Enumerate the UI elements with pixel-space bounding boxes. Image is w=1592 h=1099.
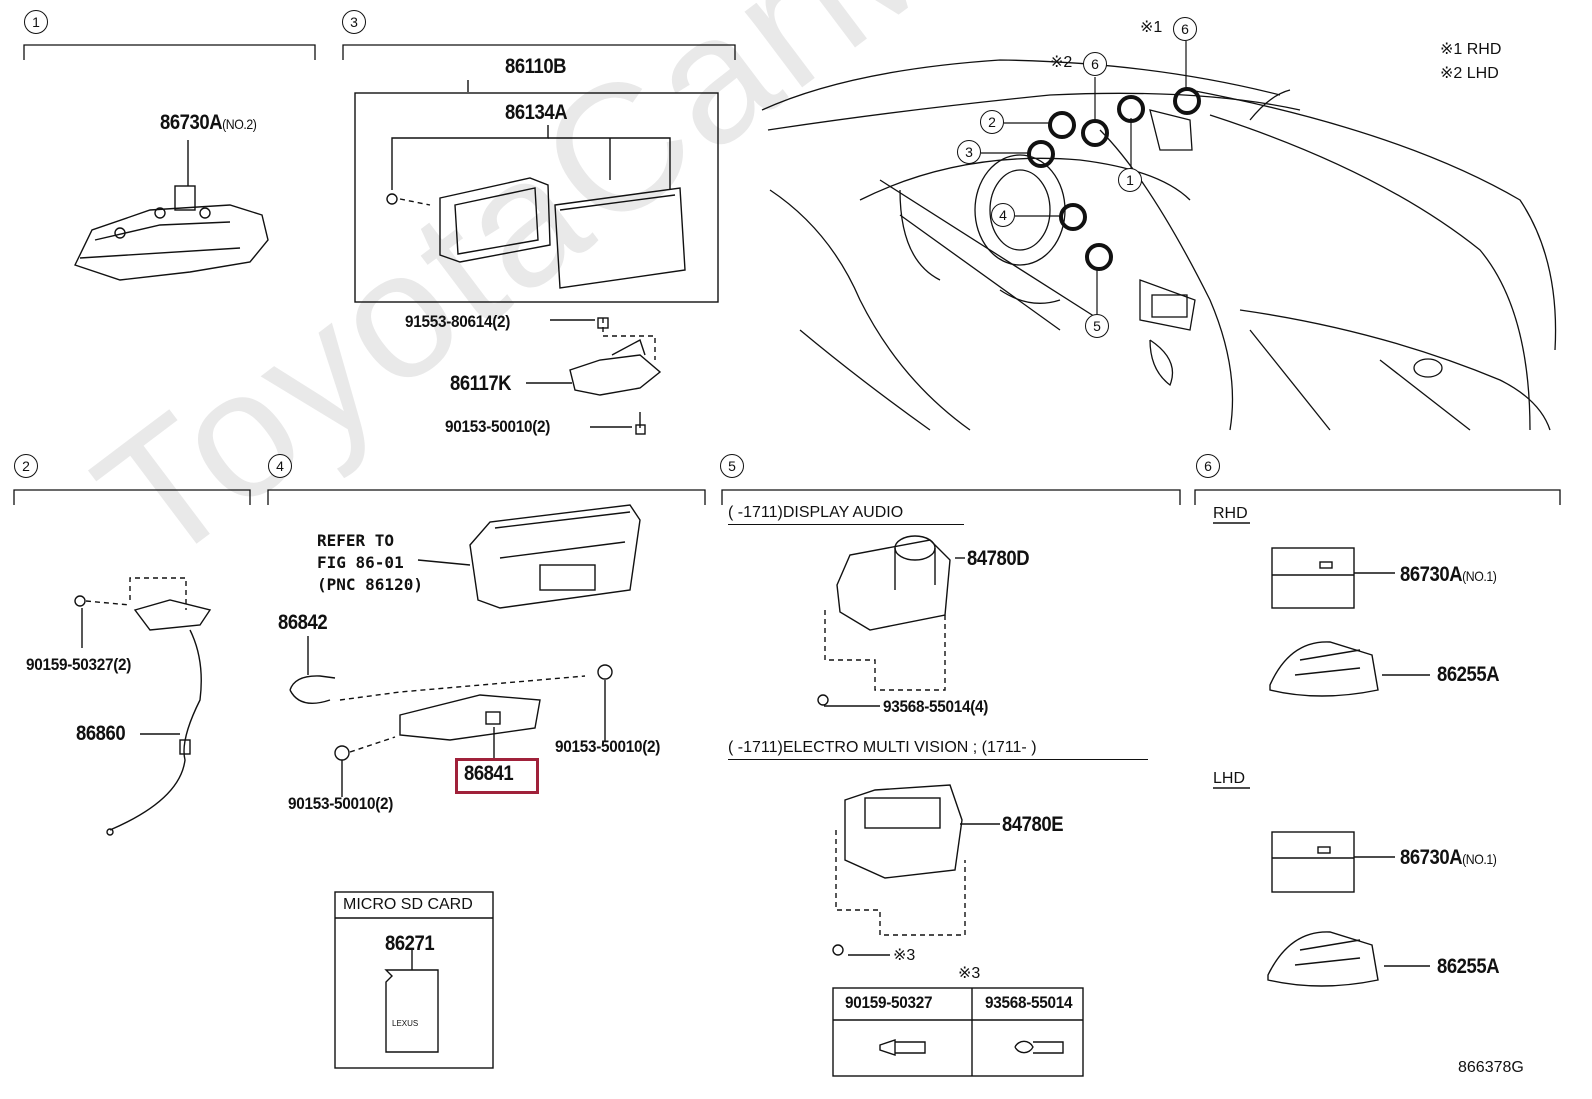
label-rhd: RHD [1213, 505, 1248, 522]
callout-5: 5 [720, 454, 744, 478]
condition-display-audio: ( -1711)DISPLAY AUDIO [728, 504, 904, 521]
micro-sd-card-box [334, 891, 494, 1069]
location-ring-6b [1081, 119, 1109, 147]
ref-mark-3-leader: ※3 [893, 947, 916, 964]
display-assembly-drawing [354, 80, 719, 435]
callout-2: 2 [14, 454, 38, 478]
part-label-90153-50010-left[interactable]: 90153-50010(2) [288, 794, 394, 813]
part-label-90153-50010-right[interactable]: 90153-50010(2) [555, 737, 661, 756]
location-ring-5 [1085, 243, 1113, 271]
part-label-86255a-lhd[interactable]: 86255A [1437, 955, 1500, 978]
vehicle-callout-3: 3 [957, 140, 981, 164]
part-label-86271[interactable]: 86271 [385, 932, 435, 955]
part-label-86730a-no2[interactable]: 86730A(NO.2) [160, 111, 257, 134]
callout-3: 3 [342, 10, 366, 34]
callout-1: 1 [24, 10, 48, 34]
vehicle-callout-6b: 6 [1083, 52, 1107, 76]
vehicle-callout-5: 5 [1085, 314, 1109, 338]
table-header-90159-50327: 90159-50327 [845, 993, 933, 1012]
ref-mark-3-table: ※3 [958, 965, 981, 982]
part-label-91553-80614[interactable]: 91553-80614(2) [405, 312, 511, 331]
part-label-86730a-no1-rhd[interactable]: 86730A(NO.1) [1400, 563, 1497, 586]
vehicle-callout-4: 4 [991, 203, 1015, 227]
location-ring-3 [1027, 140, 1055, 168]
part-label-86110b[interactable]: 86110B [505, 55, 567, 78]
part-number: 86730A [1400, 563, 1463, 586]
part-label-86860[interactable]: 86860 [76, 722, 126, 745]
vehicle-interior-drawing [761, 59, 1557, 431]
vehicle-leader-lines [981, 41, 1187, 314]
lexus-logo: LEXUS [392, 1019, 419, 1028]
part-qualifier: (NO.2) [222, 116, 257, 132]
condition-underline-2 [728, 759, 1148, 760]
callout-6: 6 [1196, 454, 1220, 478]
ref-mark-1: ※1 [1140, 19, 1163, 36]
highlighted-part-frame [455, 758, 539, 794]
part-number: 86730A [160, 111, 223, 134]
part-label-93568-55014[interactable]: 93568-55014(4) [883, 697, 989, 716]
ref-mark-2: ※2 [1050, 54, 1073, 71]
location-ring-1 [1117, 95, 1145, 123]
part-number: 86730A [1400, 846, 1463, 869]
section-brackets [13, 44, 1561, 505]
location-ring-6a [1173, 87, 1201, 115]
vehicle-callout-1: 1 [1118, 168, 1142, 192]
sd-card-title: MICRO SD CARD [343, 896, 473, 913]
note-lhd: ※2 LHD [1440, 65, 1499, 82]
part-label-90153-50010-g3[interactable]: 90153-50010(2) [445, 417, 551, 436]
condition-emv: ( -1711)ELECTRO MULTI VISION ; (1711- ) [728, 739, 1037, 756]
part-qualifier: (NO.1) [1462, 851, 1497, 867]
part-label-86134a[interactable]: 86134A [505, 101, 568, 124]
figure-id: 866378G [1458, 1059, 1524, 1076]
control-unit-drawings [817, 535, 1084, 1077]
switch-socket-drawings [1213, 522, 1430, 987]
condition-underline-1 [728, 524, 964, 525]
part-qualifier: (NO.1) [1462, 568, 1497, 584]
part-label-86117k[interactable]: 86117K [450, 372, 512, 395]
table-header-93568-55014: 93568-55014 [985, 993, 1073, 1012]
label-lhd: LHD [1213, 770, 1246, 787]
overhead-console-drawing [74, 140, 269, 281]
vehicle-callout-6a: 6 [1173, 17, 1197, 41]
part-label-86730a-no1-lhd[interactable]: 86730A(NO.1) [1400, 846, 1497, 869]
refer-line-1: REFER TO [317, 531, 395, 550]
refer-line-2: FIG 86-01 [317, 553, 404, 572]
part-label-84780e[interactable]: 84780E [1002, 813, 1064, 836]
refer-line-3: (PNC 86120) [317, 575, 423, 594]
location-ring-4 [1059, 203, 1087, 231]
antenna-cable-drawing [74, 577, 212, 836]
part-label-86255a-rhd[interactable]: 86255A [1437, 663, 1500, 686]
part-label-86841[interactable]: 86841 [464, 762, 514, 785]
part-label-84780d[interactable]: 84780D [967, 547, 1030, 570]
note-rhd: ※1 RHD [1440, 41, 1502, 58]
callout-4: 4 [268, 454, 292, 478]
part-label-90159-50327[interactable]: 90159-50327(2) [26, 655, 132, 674]
navigation-unit-drawing [289, 504, 641, 797]
part-label-86842[interactable]: 86842 [278, 611, 328, 634]
vehicle-callout-2: 2 [980, 110, 1004, 134]
location-ring-2 [1048, 111, 1076, 139]
